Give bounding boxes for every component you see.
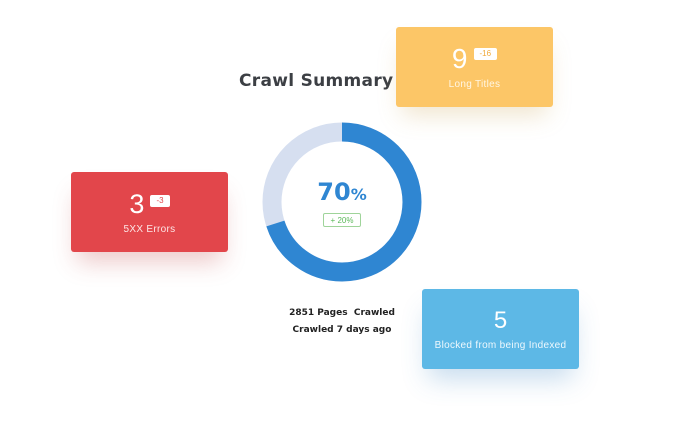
pages-crawled-label: Crawled bbox=[353, 308, 395, 318]
blocked-count: 5 bbox=[493, 307, 508, 334]
5xx-errors-change-badge: -3 bbox=[150, 195, 170, 207]
blocked-from-indexing-card[interactable]: 5 Blocked from being Indexed bbox=[422, 289, 579, 369]
long-titles-card[interactable]: 9 -16 Long Titles bbox=[396, 27, 553, 107]
pages-count: 2851 Pages bbox=[289, 308, 348, 318]
long-titles-change-badge: -16 bbox=[473, 48, 498, 60]
5xx-errors-card[interactable]: 3 -3 5XX Errors bbox=[71, 172, 228, 252]
crawl-summary-title: Crawl Summary bbox=[239, 71, 394, 91]
long-titles-label: Long Titles bbox=[448, 79, 501, 90]
progress-percentage: 70% bbox=[262, 178, 422, 206]
5xx-errors-count: 3 bbox=[129, 189, 145, 219]
pages-crawled-text: 2851 Pages Crawled bbox=[262, 308, 422, 318]
last-crawled-text: Crawled 7 days ago bbox=[292, 325, 392, 335]
progress-arc bbox=[262, 122, 422, 282]
blocked-label: Blocked from being Indexed bbox=[434, 340, 567, 351]
long-titles-count: 9 bbox=[451, 43, 468, 74]
progress-change-badge: + 20% bbox=[323, 213, 361, 227]
progress-ring bbox=[262, 122, 422, 282]
progress-unit: % bbox=[350, 185, 367, 204]
5xx-errors-label: 5XX Errors bbox=[123, 224, 176, 235]
progress-value: 70 bbox=[317, 178, 351, 206]
crawl-progress-donut: 70% + 20% bbox=[262, 122, 422, 282]
